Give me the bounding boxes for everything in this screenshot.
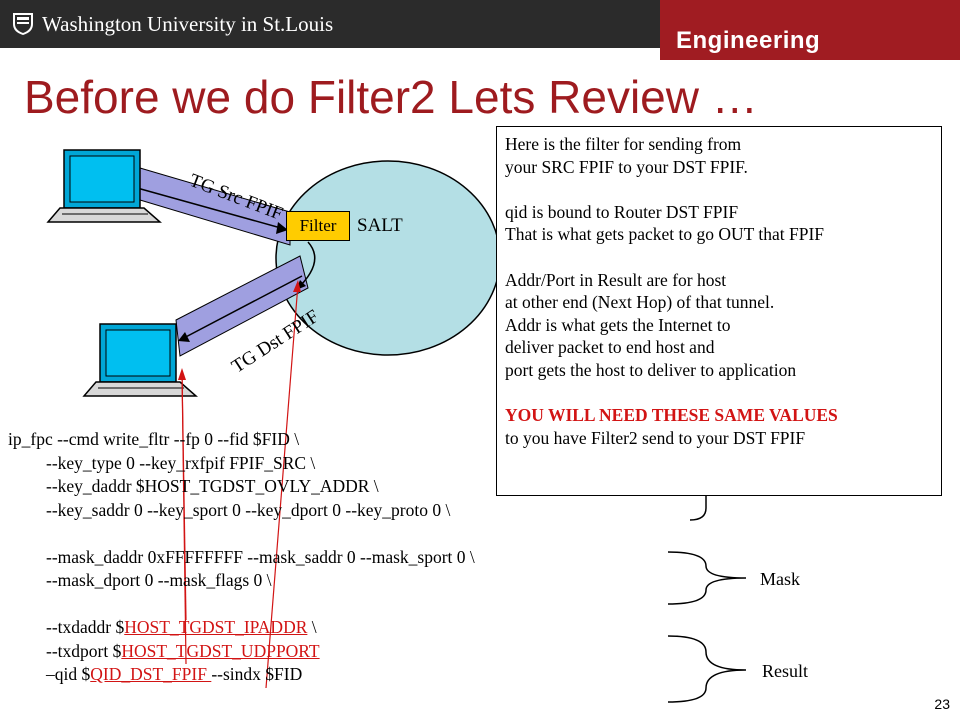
- code-text: --sindx $FID: [211, 664, 303, 684]
- code-text: –qid $: [46, 664, 91, 684]
- code-line: --key_daddr $HOST_TGDST_OVLY_ADDR \: [46, 476, 379, 496]
- info-spacer: [505, 246, 933, 269]
- result-bracket: [667, 635, 747, 703]
- mask-label: Mask: [760, 569, 800, 589]
- code-line: --key_type 0 --key_rxfpif FPIF_SRC \: [46, 452, 316, 473]
- engineering-banner: [660, 0, 960, 60]
- info-line: deliver packet to end host and: [505, 337, 715, 358]
- info-line: Addr/Port in Result are for host: [505, 269, 727, 290]
- salt-label: SALT: [357, 215, 403, 236]
- code-line: --mask_daddr 0xFFFFFFFF --mask_saddr 0 -…: [46, 546, 475, 567]
- info-line: qid is bound to Router DST FPIF: [505, 201, 739, 222]
- info-line: to you have Filter2 send to your DST FPI…: [505, 427, 806, 448]
- code-line: --txdaddr $HOST_TGDST_IPADDR \: [8, 616, 475, 640]
- code-spacer: [8, 593, 475, 617]
- info-callout: Here is the filter for sending from your…: [496, 126, 942, 496]
- code-line: –qid $QID_DST_FPIF --sindx $FID: [8, 663, 475, 687]
- code-line: --txdport $HOST_TGDST_UDPPORT: [8, 640, 475, 664]
- info-emphasis: YOU WILL NEED THESE SAME VALUES: [505, 405, 838, 426]
- code-line: --mask_dport 0 --mask_flags 0 \: [46, 570, 272, 590]
- key-bracket: [689, 490, 707, 521]
- code-line: --key_saddr 0 --key_sport 0 --key_dport …: [46, 499, 451, 520]
- tg-dst-tunnel: [175, 255, 309, 357]
- page-title: Before we do Filter2 Lets Review …: [24, 71, 758, 123]
- info-spacer: [505, 178, 933, 201]
- code-line: ip_fpc --cmd write_fltr --fp 0 --fid $FI…: [8, 429, 300, 449]
- info-line: That is what gets packet to go OUT that …: [505, 224, 825, 245]
- txdport-variable: HOST_TGDST_UDPPORT: [121, 640, 320, 661]
- qid-variable: QID_DST_FPIF: [90, 664, 212, 684]
- code-text: --txdport $: [46, 640, 122, 661]
- txdaddr-variable: HOST_TGDST_IPADDR: [124, 617, 308, 637]
- result-label: Result: [762, 661, 809, 681]
- info-line: Addr is what gets the Internet to: [505, 314, 731, 335]
- filter-box: Filter: [286, 211, 350, 241]
- mask-bracket: [667, 551, 747, 605]
- dst-computer-icon: [82, 323, 198, 397]
- code-text: \: [307, 617, 317, 637]
- header-bar: Washington University in St.Louis Engine…: [0, 0, 960, 60]
- code-spacer: [8, 522, 475, 546]
- command-code-block: ip_fpc --cmd write_fltr --fp 0 --fid $FI…: [8, 428, 475, 687]
- code-text: --txdaddr $: [46, 617, 125, 637]
- info-line: port gets the host to deliver to applica…: [505, 359, 797, 380]
- info-line: Here is the filter for sending from: [505, 134, 742, 154]
- page-number: 23: [934, 696, 950, 712]
- info-spacer: [505, 382, 933, 405]
- department-name: Engineering: [676, 27, 821, 54]
- info-line: at other end (Next Hop) of that tunnel.: [505, 292, 775, 313]
- university-name: Washington University in St.Louis: [42, 12, 334, 36]
- info-line: your SRC FPIF to your DST FPIF.: [505, 156, 748, 177]
- src-computer-icon: [46, 149, 162, 223]
- university-shield-icon: [13, 13, 33, 35]
